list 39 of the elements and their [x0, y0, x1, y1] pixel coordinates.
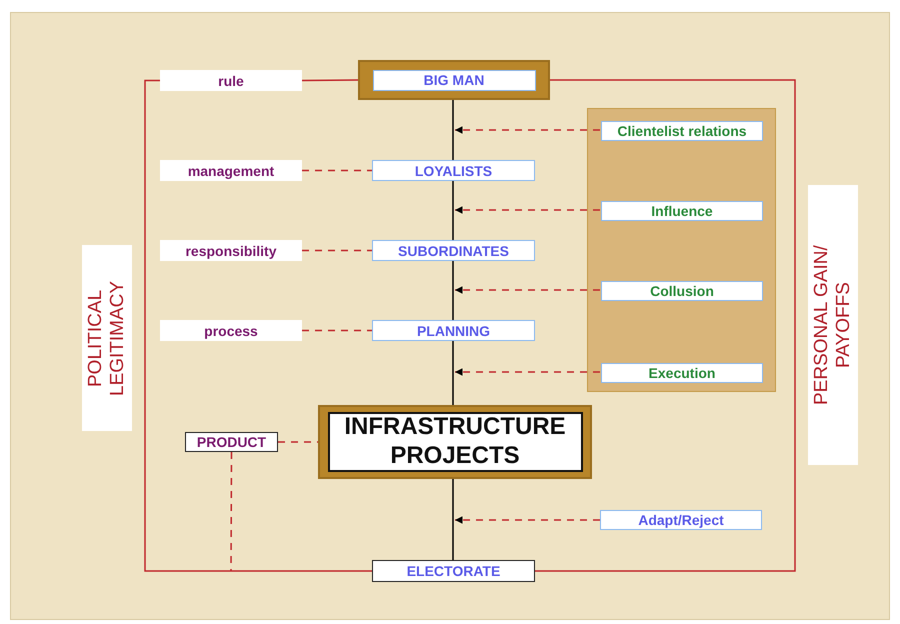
factor-box: Collusion	[601, 281, 763, 301]
side-label: POLITICAL LEGITIMACY	[82, 245, 132, 431]
connector-line	[278, 441, 318, 443]
role-label: BIG MAN	[372, 70, 536, 90]
arrow	[455, 368, 600, 376]
role-box: LOYALISTS	[372, 160, 535, 181]
term-label: management	[160, 160, 302, 181]
term-label: process	[160, 320, 302, 341]
connector-line	[535, 79, 796, 572]
role-box: PLANNING	[372, 320, 535, 341]
group-panel	[587, 108, 776, 392]
connector-line	[452, 479, 454, 560]
term-label: responsibility	[160, 240, 302, 261]
connector-line	[452, 100, 454, 160]
factor-box: Clientelist relations	[601, 121, 763, 141]
connector-line	[452, 341, 454, 405]
connector-line	[452, 261, 454, 320]
highlight-frame	[318, 405, 592, 479]
connector-line	[230, 452, 232, 571]
factor-box: Execution	[601, 363, 763, 383]
arrow	[455, 286, 600, 294]
connector-line	[144, 80, 372, 572]
electorate-box: ELECTORATE	[372, 560, 535, 582]
factor-box: Influence	[601, 201, 763, 221]
arrow	[455, 206, 600, 214]
term-label: rule	[160, 70, 302, 91]
connector-line	[302, 79, 358, 82]
side-label: PERSONAL GAIN/ PAYOFFS	[808, 185, 858, 465]
product-box: PRODUCT	[185, 432, 278, 452]
arrow	[455, 516, 600, 524]
highlight-frame	[358, 60, 550, 100]
connector-line	[302, 170, 372, 172]
arrow	[455, 126, 600, 134]
project-label: INFRASTRUCTURE PROJECTS	[328, 412, 582, 472]
connector-line	[302, 250, 372, 252]
connector-line	[302, 330, 372, 332]
role-box: Adapt/Reject	[600, 510, 762, 530]
connector-line	[452, 181, 454, 240]
role-box: SUBORDINATES	[372, 240, 535, 261]
